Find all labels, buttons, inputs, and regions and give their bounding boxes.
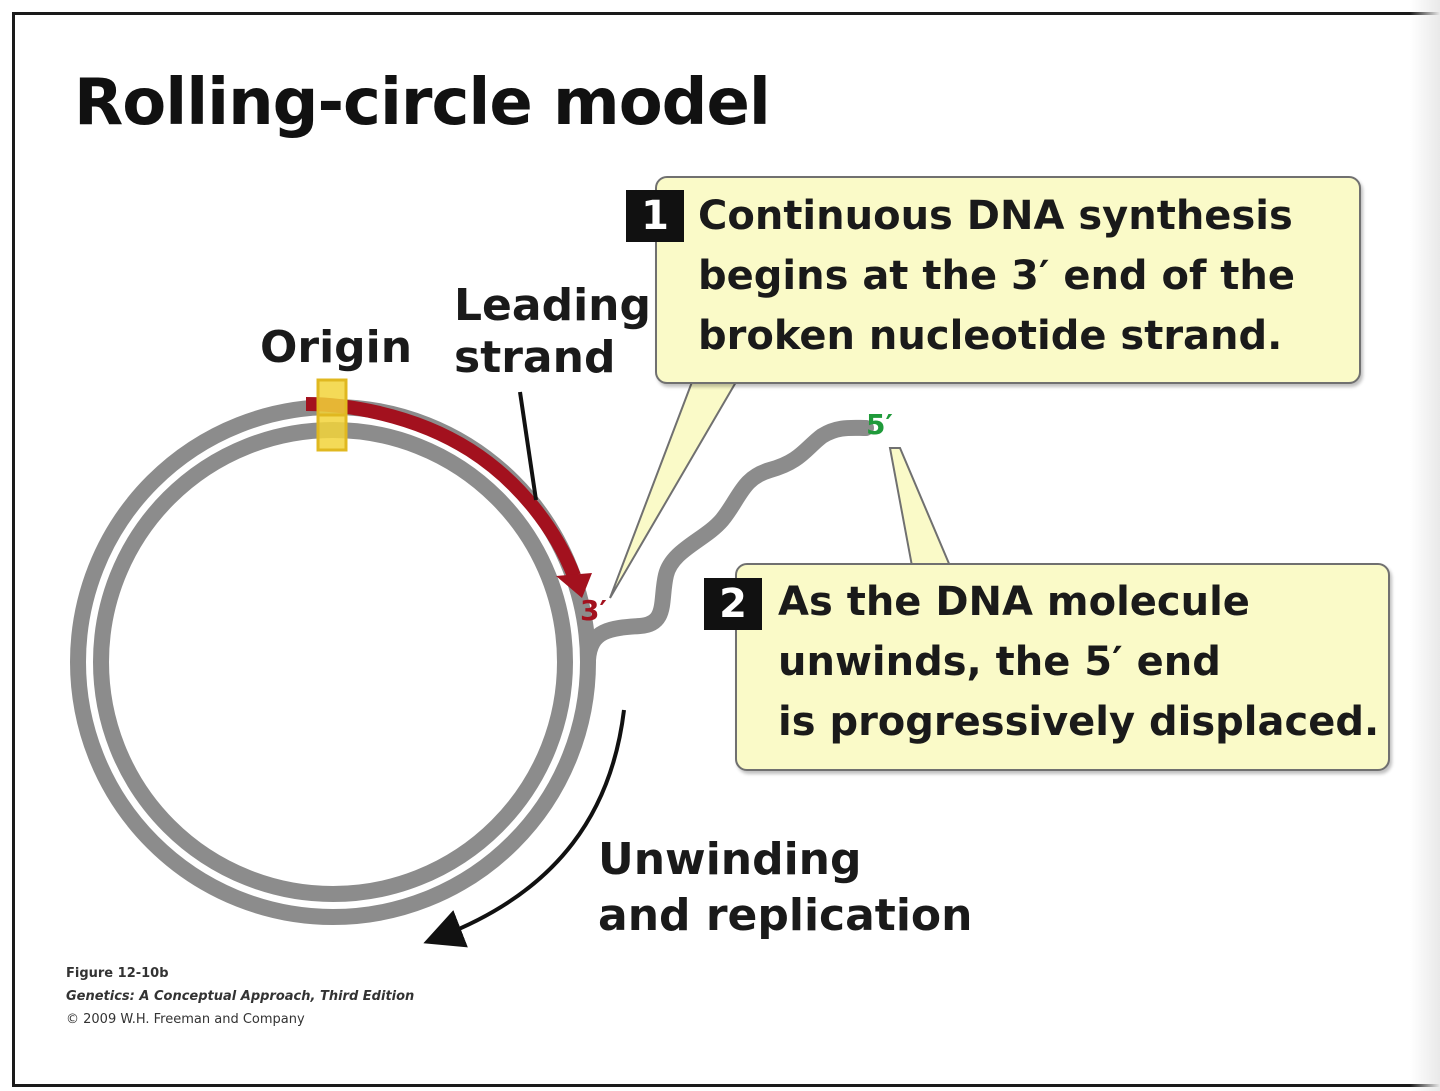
leading-strand-pointer — [518, 391, 538, 501]
callout-step-2 — [735, 563, 1390, 771]
credit-book: Genetics: A Conceptual Approach, Third E… — [66, 989, 415, 1004]
step-2-line-3: is progressively displaced. — [778, 699, 1380, 745]
credit-copyright: © 2009 W.H. Freeman and Company — [66, 1012, 305, 1027]
five-prime-label: 5′ — [866, 408, 893, 441]
three-prime-label: 3′ — [580, 594, 607, 627]
unwinding-label-line1: Unwinding — [598, 834, 862, 885]
leading-strand-label-line2: strand — [454, 332, 616, 383]
step-1-badge: 1 — [626, 190, 684, 242]
figure-title: Rolling-circle model — [74, 66, 771, 140]
origin-label: Origin — [260, 322, 413, 373]
step-2-badge: 2 — [704, 578, 762, 630]
unwinding-label-line2: and replication — [598, 890, 973, 941]
displaced-strand — [580, 419, 874, 668]
leading-strand-arrowhead — [556, 573, 592, 598]
leading-strand-label-line1: Leading — [454, 280, 651, 331]
step-1-line-3: broken nucleotide strand. — [698, 313, 1283, 359]
unwinding-arrow — [423, 709, 626, 948]
step-2-line-1: As the DNA molecule — [778, 579, 1250, 625]
step-1-line-1: Continuous DNA synthesis — [698, 193, 1293, 239]
step-1-line-2: begins at the 3′ end of the — [698, 253, 1296, 299]
callout-2-pointer — [888, 447, 952, 567]
edge-shadow — [1410, 0, 1440, 1091]
step-2-line-2: unwinds, the 5′ end — [778, 639, 1221, 685]
credit-figure: Figure 12-10b — [66, 966, 169, 981]
inner-dna-strand — [93, 422, 573, 902]
callout-step-1 — [655, 176, 1361, 384]
